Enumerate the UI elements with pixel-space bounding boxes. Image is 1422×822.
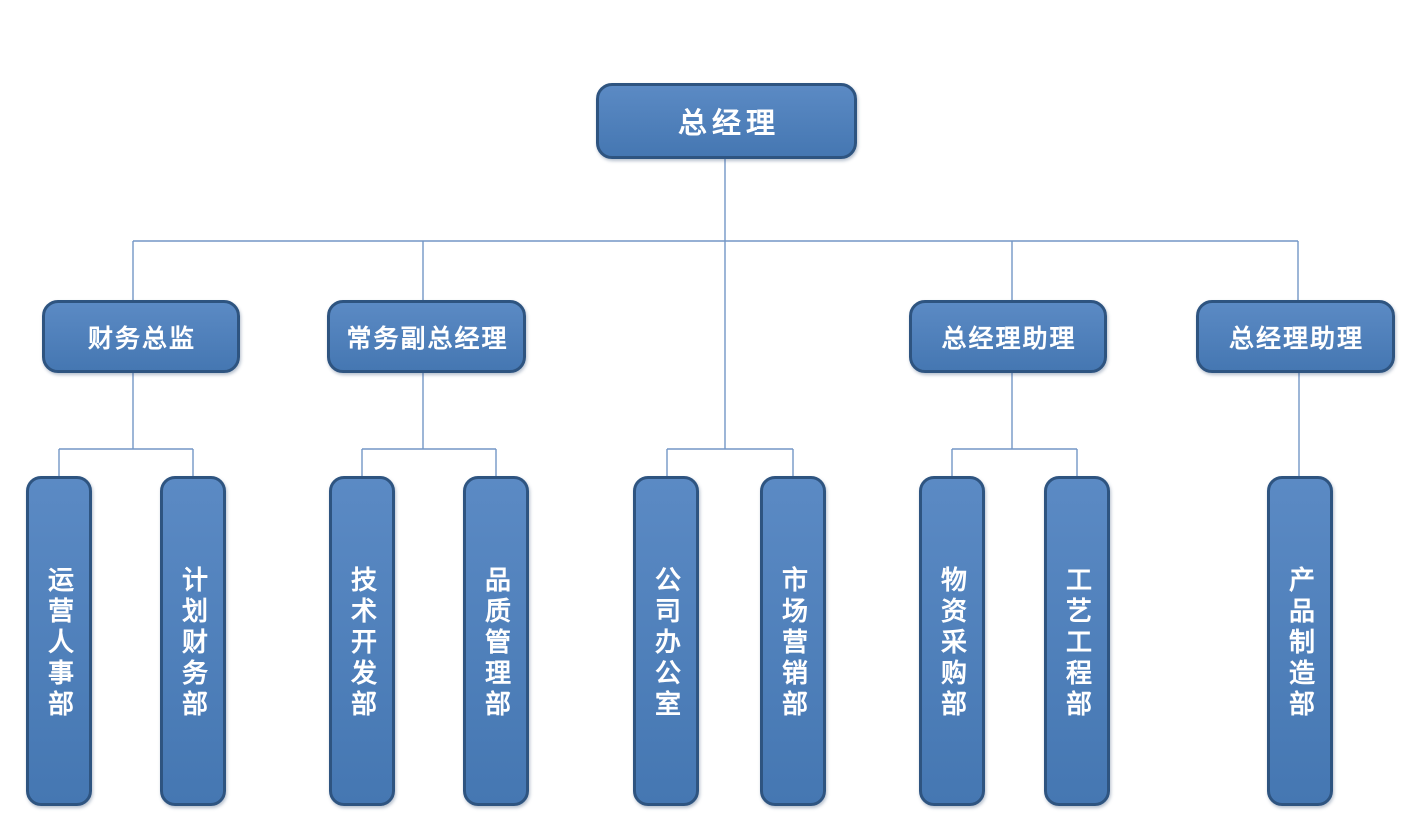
node-gm-assistant-1: 总经理助理 bbox=[909, 300, 1107, 373]
node-dept-quality-management: 品质管理部 bbox=[463, 476, 529, 806]
node-dept-tech-development: 技术开发部 bbox=[329, 476, 395, 806]
dept-label: 计划财务部 bbox=[178, 566, 208, 721]
dept-label: 产品制造部 bbox=[1285, 566, 1315, 721]
node-dept-company-office: 公司办公室 bbox=[633, 476, 699, 806]
dept-label: 技术开发部 bbox=[347, 566, 377, 721]
node-dept-planning-finance: 计划财务部 bbox=[160, 476, 226, 806]
dept-label: 公司办公室 bbox=[651, 566, 681, 721]
dept-label: 工艺工程部 bbox=[1062, 566, 1092, 721]
node-finance-director: 财务总监 bbox=[42, 300, 240, 373]
node-executive-deputy-gm: 常务副总经理 bbox=[327, 300, 526, 373]
dept-label: 运营人事部 bbox=[44, 566, 74, 721]
node-dept-product-manufacturing: 产品制造部 bbox=[1267, 476, 1333, 806]
node-general-manager: 总经理 bbox=[596, 83, 857, 159]
node-dept-operations-hr: 运营人事部 bbox=[26, 476, 92, 806]
dept-label: 市场营销部 bbox=[778, 566, 808, 721]
dept-label: 品质管理部 bbox=[481, 566, 511, 721]
node-dept-process-engineering: 工艺工程部 bbox=[1044, 476, 1110, 806]
dept-label: 物资采购部 bbox=[937, 566, 967, 721]
node-dept-materials-purchasing: 物资采购部 bbox=[919, 476, 985, 806]
node-dept-marketing: 市场营销部 bbox=[760, 476, 826, 806]
node-gm-assistant-2: 总经理助理 bbox=[1196, 300, 1395, 373]
